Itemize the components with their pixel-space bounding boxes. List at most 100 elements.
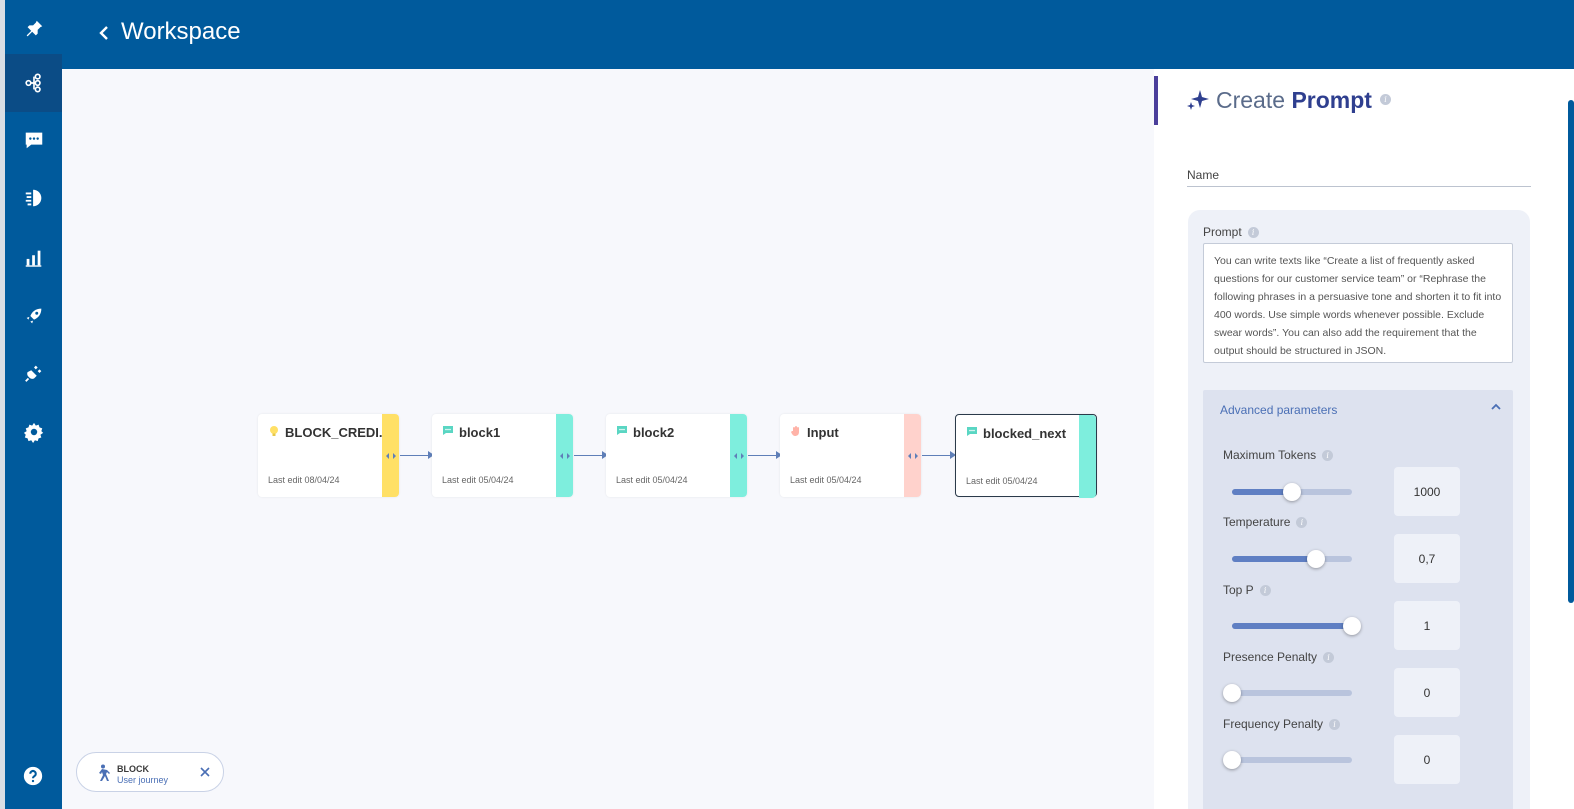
node-connector-handle[interactable] [382,414,399,497]
temperature-input[interactable]: 0,7 [1394,534,1460,583]
slider-thumb[interactable] [1283,483,1301,501]
chevron-up-icon[interactable] [1489,400,1503,414]
node-title: block1 [459,425,501,440]
close-icon[interactable] [198,765,212,779]
plug-icon [24,365,41,382]
swap-arrows-icon [559,452,570,459]
node-last-edit: Last edit 08/04/24 [268,475,340,485]
window-edge [0,0,5,809]
node-last-edit: Last edit 05/04/24 [442,475,514,485]
swap-arrows-icon [385,452,396,459]
slider-thumb[interactable] [1223,751,1241,769]
maximum-tokens-slider[interactable] [1232,483,1352,501]
sidebar-item-brain[interactable] [5,169,62,227]
info-icon[interactable]: i [1329,719,1341,731]
info-icon[interactable]: i [1296,517,1308,529]
slider-fill [1232,556,1316,562]
walking-person-icon [99,764,110,781]
sidebar-item-settings[interactable] [5,403,62,461]
gear-icon [23,422,43,443]
slider-thumb[interactable] [1307,550,1325,568]
journey-title: BLOCK [117,764,149,774]
node-title: blocked_next [983,426,1067,441]
slider-fill [1232,489,1292,495]
back-button[interactable] [94,20,114,46]
bar-chart-icon [25,250,41,267]
presence-penalty-input[interactable]: 0 [1394,668,1460,717]
lightbulb-icon [270,426,278,436]
frequency-penalty-input[interactable]: 0 [1394,735,1460,784]
node-last-edit: Last edit 05/04/24 [966,476,1038,486]
hand-icon [791,426,799,436]
chat-icon [967,427,977,436]
maximum-tokens-input[interactable]: 1000 [1394,467,1460,516]
swap-arrows-icon [907,452,918,459]
chat-icon [617,426,627,435]
panel-title: Create Prompt [1216,87,1372,113]
node-last-edit: Last edit 05/04/24 [790,475,862,485]
prompt-textarea[interactable]: You can write texts like “Create a list … [1203,243,1513,363]
temperature-slider[interactable] [1232,550,1352,568]
brain-icon [25,189,41,207]
chevron-left-icon [99,26,108,40]
workflow-canvas[interactable]: BLOCK_CREDI... Last edit 08/04/24 block1… [62,69,1154,809]
node-connection [748,451,782,459]
name-field-label: Name [1187,168,1220,182]
top-p-slider[interactable] [1232,617,1361,635]
flow-node[interactable]: block1 Last edit 05/04/24 [432,414,573,497]
sidebar-item-workflow[interactable] [5,54,62,112]
top-bar: Workspace [62,0,1574,69]
chat-icon [443,426,453,435]
advanced-parameters-toggle[interactable]: Advanced parameters [1220,403,1338,417]
presence-penalty-slider[interactable] [1223,684,1352,702]
panel-accent-bar [1154,76,1158,125]
top-p-input[interactable]: 1 [1394,601,1460,650]
sidebar-item-integrations[interactable] [5,344,62,402]
slider-thumb[interactable] [1343,617,1361,635]
node-connection [400,451,434,459]
flow-node[interactable]: BLOCK_CREDI... Last edit 08/04/24 [258,414,399,497]
sidebar-item-chat[interactable] [5,111,62,169]
node-title: BLOCK_CREDI... [285,425,390,440]
node-connector-handle[interactable] [904,414,921,497]
node-color-bar [1079,415,1096,498]
help-icon [23,766,43,786]
sidebar-item-deploy[interactable] [5,287,62,345]
node-connector-handle[interactable] [556,414,573,497]
info-icon[interactable]: i [1323,652,1335,664]
node-last-edit: Last edit 05/04/24 [616,475,688,485]
chat-icon [25,132,42,149]
user-journey-chip[interactable]: BLOCK User journey [76,752,224,792]
flow-node-selected[interactable]: blocked_next Last edit 05/04/24 [955,414,1097,498]
pin-icon [26,20,42,37]
swap-arrows-icon [733,452,744,459]
sidebar [5,0,62,809]
panel-scrollbar[interactable] [1568,100,1574,603]
info-icon[interactable]: i [1380,94,1391,105]
node-title: block2 [633,425,675,440]
sidebar-item-analytics[interactable] [5,229,62,287]
workflow-icon [24,73,41,93]
info-icon[interactable]: i [1259,585,1271,597]
slider-thumb[interactable] [1223,684,1241,702]
flow-node[interactable]: Input Last edit 05/04/24 [780,414,921,497]
slider-fill [1232,623,1352,629]
rocket-icon [26,308,41,324]
name-input[interactable] [1187,186,1531,187]
frequency-penalty-slider[interactable] [1223,751,1352,769]
help-button[interactable] [18,761,48,791]
node-title: Input [807,425,839,440]
node-connector-handle[interactable] [730,414,747,497]
info-icon[interactable]: i [1322,450,1334,462]
sidebar-item-pin[interactable] [5,0,62,58]
flow-node[interactable]: block2 Last edit 05/04/24 [606,414,747,497]
info-icon[interactable]: i [1247,227,1259,239]
